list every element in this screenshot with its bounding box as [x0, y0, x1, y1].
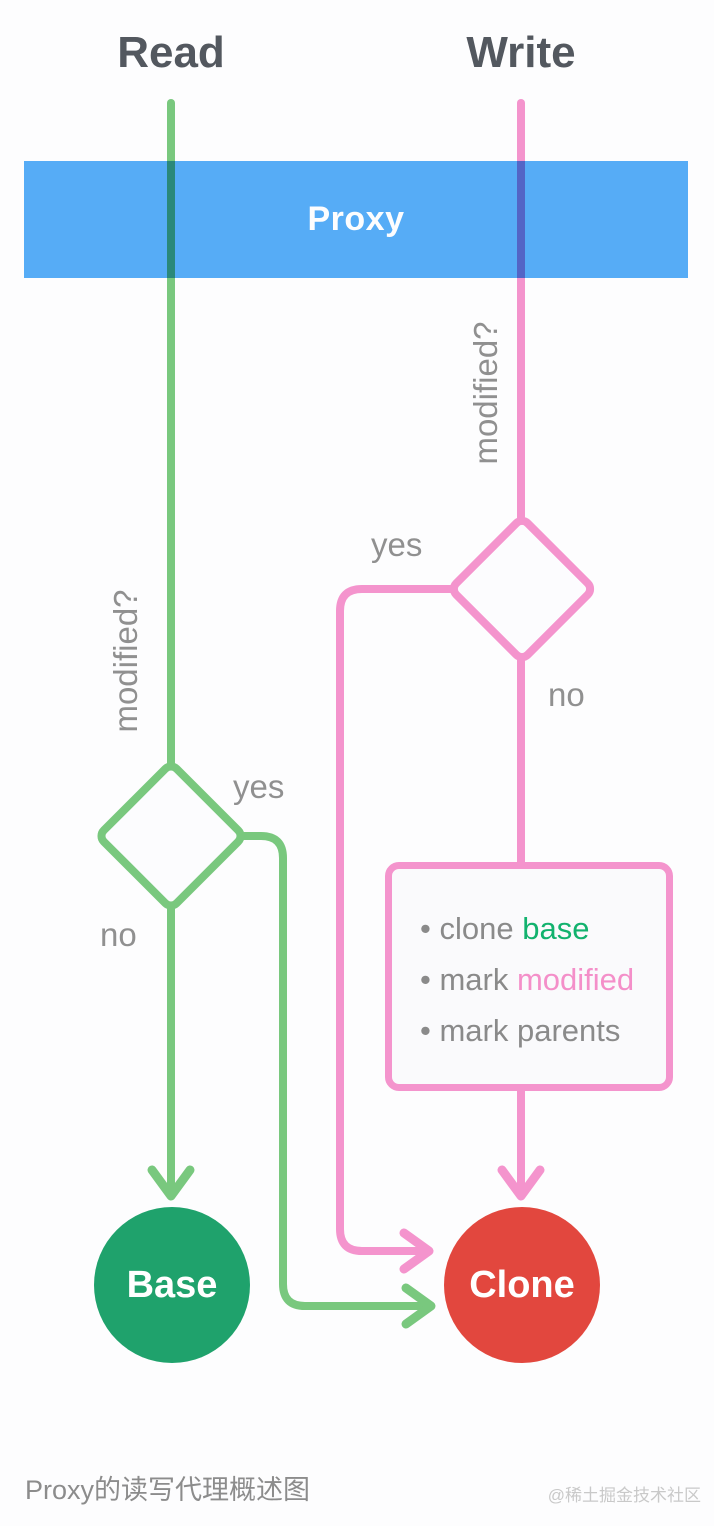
diagram-caption: Proxy的读写代理概述图 — [25, 1475, 311, 1505]
arrow-down-to-clone-icon — [497, 1165, 545, 1201]
base-node-label: Base — [126, 1263, 218, 1306]
watermark-text: @稀土掘金技术社区 — [547, 1486, 701, 1505]
read-yes-branch-line — [239, 832, 424, 1310]
read-no-label: no — [100, 916, 137, 953]
write-modified-decision-diamond — [449, 516, 595, 662]
read-modified-label: modified? — [107, 589, 144, 733]
bullet-icon: • — [420, 1013, 431, 1048]
bullet-icon: • — [420, 911, 431, 946]
action-item-mark-parents: • mark parents — [420, 1013, 621, 1048]
arrow-right-green-to-clone-icon — [401, 1283, 436, 1329]
arrow-right-pink-to-clone-icon — [399, 1228, 434, 1274]
action-item-clone-base: • clone base — [420, 911, 590, 946]
arrow-down-to-base-icon — [147, 1165, 195, 1201]
read-yes-label: yes — [233, 768, 285, 805]
clone-node-label: Clone — [469, 1263, 575, 1306]
write-header: Write — [466, 28, 576, 77]
proxy-banner: Proxy — [24, 161, 688, 278]
clone-actions-box: • clone base • mark modified • mark pare… — [385, 862, 673, 1091]
read-modified-decision-diamond — [97, 762, 245, 910]
write-yes-branch-line — [336, 585, 456, 1255]
clone-node: Clone — [444, 1207, 600, 1363]
proxy-banner-label: Proxy — [307, 200, 405, 238]
write-no-label: no — [548, 676, 585, 713]
bullet-icon: • — [420, 962, 431, 997]
write-modified-label: modified? — [467, 321, 504, 465]
base-node: Base — [94, 1207, 250, 1363]
read-header: Read — [117, 28, 225, 77]
write-yes-label: yes — [371, 526, 423, 563]
action-item-mark-modified: • mark modified — [420, 962, 635, 997]
